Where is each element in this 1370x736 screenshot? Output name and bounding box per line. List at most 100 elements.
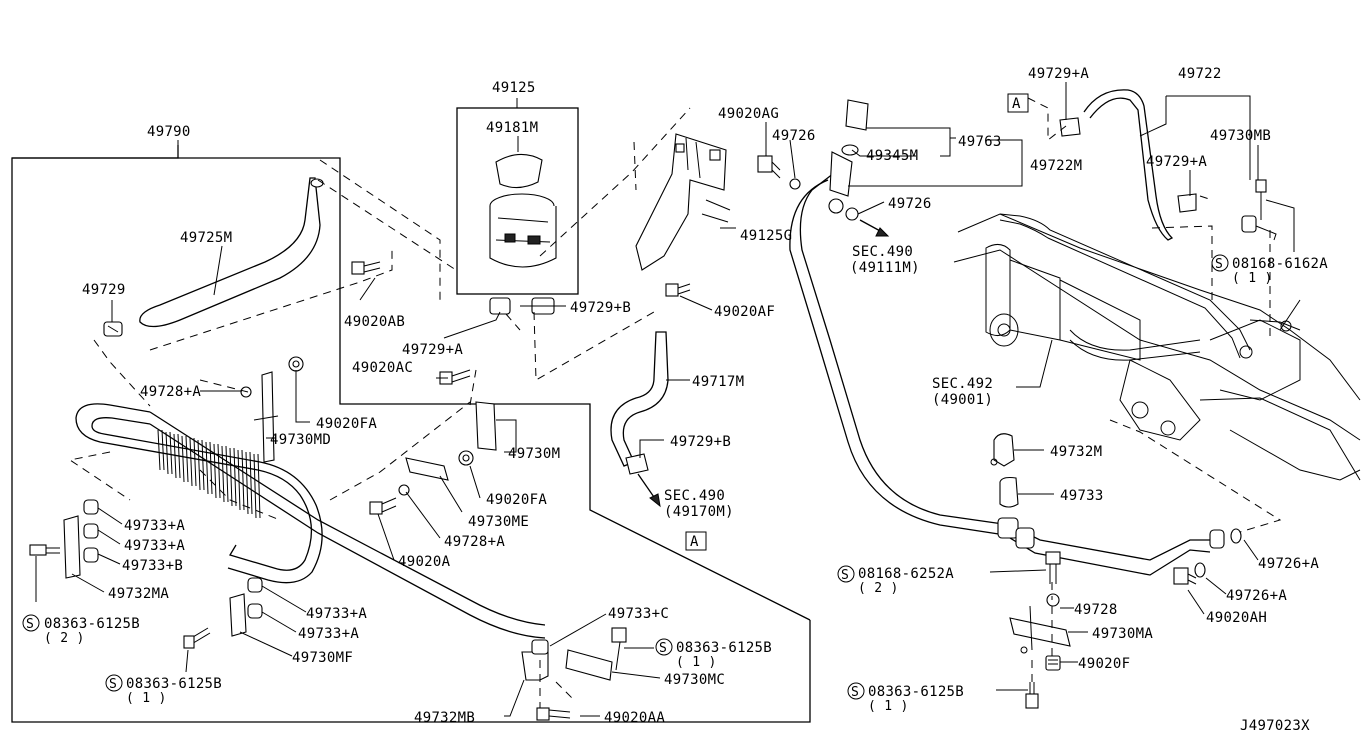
callout-49790: 49790 xyxy=(147,124,191,140)
callout-49732M: 49732M xyxy=(1050,444,1102,460)
svg-text:S: S xyxy=(841,568,849,583)
callout-49717M: 49717M xyxy=(692,374,744,390)
bolt-49020AH[interactable] xyxy=(1173,567,1197,585)
callout-49733A-2: 49733+A xyxy=(124,538,185,554)
oil-cooler xyxy=(75,403,546,639)
callout-49020AC: 49020AC xyxy=(352,360,413,376)
diagram-id: J497023X xyxy=(1240,718,1310,734)
bolt-49020AB[interactable] xyxy=(351,261,381,275)
callout-49125: 49125 xyxy=(492,80,536,96)
callout-49726-top: 49726 xyxy=(772,128,816,144)
hose-end xyxy=(310,178,324,188)
leader-lines xyxy=(35,82,1295,717)
callout-08363-6125B-bottom-left: 08363-6125B xyxy=(126,676,222,692)
bolt-49020AF[interactable] xyxy=(665,283,691,297)
callout-49020AH: 49020AH xyxy=(1206,610,1267,626)
grommet-49733[interactable] xyxy=(999,476,1019,508)
return-tube-49722[interactable] xyxy=(1083,89,1174,241)
sec492-2: (49001) xyxy=(932,392,993,408)
sec490-low-2: (49170M) xyxy=(664,504,734,520)
ref-marker-a-right: A xyxy=(1007,93,1029,113)
clamp-49732M[interactable] xyxy=(990,433,1015,467)
callout-49732MB: 49732MB xyxy=(414,710,475,726)
callout-49729B-mid: 49729+B xyxy=(570,300,631,316)
callout-08168-6252A: 08168-6252A xyxy=(858,566,954,582)
callout-49729A-tr: 49729+A xyxy=(1028,66,1089,82)
s-symbols: S S S S S S xyxy=(22,254,1229,700)
clamp-49729A-tr[interactable] xyxy=(1059,117,1081,137)
hose-49725M[interactable] xyxy=(139,177,321,328)
svg-text:S: S xyxy=(851,685,859,700)
banjo-fitting[interactable] xyxy=(828,99,869,221)
svg-text:A: A xyxy=(690,534,699,550)
callout-49729A-r: 49729+A xyxy=(1146,154,1207,170)
callout-49020AG: 49020AG xyxy=(718,106,779,122)
callout-49726A-2: 49726+A xyxy=(1226,588,1287,604)
callout-49733A-4: 49733+A xyxy=(298,626,359,642)
svg-text:A: A xyxy=(1012,96,1021,112)
bolt-49020A[interactable] xyxy=(369,497,397,515)
bracket-49730M[interactable] xyxy=(475,401,497,451)
callout-49020A: 49020A xyxy=(398,554,451,570)
pressure-hose-49722M[interactable] xyxy=(799,169,1210,561)
reservoir-bracket-49125G[interactable] xyxy=(635,133,731,271)
callout-49020FA-mid: 49020FA xyxy=(486,492,547,508)
callout-49730MB: 49730MB xyxy=(1210,128,1271,144)
sec490-top-2: (49111M) xyxy=(850,260,920,276)
callout-49733C: 49733+C xyxy=(608,606,669,622)
callout-49722M: 49722M xyxy=(1030,158,1082,174)
callout-49181M: 49181M xyxy=(486,120,538,136)
svg-text:S: S xyxy=(659,641,667,656)
bracket-49730MA[interactable] xyxy=(1009,605,1071,654)
callout-49733B: 49733+B xyxy=(122,558,183,574)
bolt-08168-6252A[interactable] xyxy=(1045,551,1061,584)
clamp-49729B-low[interactable] xyxy=(625,453,649,475)
reservoir-cap-49181M[interactable] xyxy=(495,153,543,189)
clamp-pair-hose[interactable] xyxy=(997,517,1035,549)
washer-49726-top[interactable] xyxy=(789,178,801,190)
bolt-08363-br[interactable] xyxy=(1025,682,1039,709)
callout-49722: 49722 xyxy=(1178,66,1222,82)
nut-49020F[interactable] xyxy=(1045,655,1061,671)
callout-49730MA: 49730MA xyxy=(1092,626,1153,642)
nut-49020FA-left[interactable] xyxy=(288,356,304,372)
callout-labels: 49790 49725M 49729 49125 49181M 49020AB … xyxy=(44,66,1328,726)
clamp-49729A-r[interactable] xyxy=(1177,193,1197,213)
clamp-49732MB[interactable] xyxy=(521,639,549,681)
bracket-49730MC[interactable] xyxy=(565,627,627,681)
callout-08363-6125B-left: 08363-6125B xyxy=(44,616,140,632)
callout-49733: 49733 xyxy=(1060,488,1104,504)
nut-49020FA-mid[interactable] xyxy=(458,450,474,466)
callout-49730M: 49730M xyxy=(508,446,560,462)
callout-49728A-mid: 49728+A xyxy=(444,534,505,550)
callout-49726-mid: 49726 xyxy=(888,196,932,212)
arrow-sec490-top xyxy=(859,219,883,233)
fittings-49726A[interactable] xyxy=(1194,528,1242,578)
clamp-49729[interactable] xyxy=(103,321,123,337)
washer-49728-r[interactable] xyxy=(1046,593,1060,607)
sec492-leader xyxy=(1016,339,1053,388)
sec490-low-1: SEC.490 xyxy=(664,488,725,504)
reservoir-tank[interactable] xyxy=(489,193,557,268)
clip-cluster-mid[interactable] xyxy=(183,577,263,649)
callout-49729A-left: 49729+A xyxy=(402,342,463,358)
svg-text:S: S xyxy=(26,617,34,632)
callout-49345M: 49345M xyxy=(866,148,918,164)
bracket-49730ME[interactable] xyxy=(405,457,449,481)
bracket-49730MB[interactable] xyxy=(1241,179,1277,241)
svg-text:S: S xyxy=(1215,257,1223,272)
bracket-49730MD[interactable] xyxy=(253,371,279,463)
callout-49020AF: 49020AF xyxy=(714,304,775,320)
bolt-49020AA[interactable] xyxy=(536,707,571,721)
qty-08363-br: ( 1 ) xyxy=(868,699,909,714)
sec492-1: SEC.492 xyxy=(932,376,993,392)
qty-08363-bottom-left: ( 1 ) xyxy=(126,691,167,706)
callout-49726A-1: 49726+A xyxy=(1258,556,1319,572)
callout-49725M: 49725M xyxy=(180,230,232,246)
callout-49020FA-left: 49020FA xyxy=(316,416,377,432)
clip-cluster-left[interactable] xyxy=(29,499,99,579)
bolt-49020AG[interactable] xyxy=(757,155,781,179)
qty-08168-6252A: ( 2 ) xyxy=(858,581,899,596)
bolt-49020AC[interactable] xyxy=(439,369,471,385)
callout-49020AB: 49020AB xyxy=(344,314,405,330)
